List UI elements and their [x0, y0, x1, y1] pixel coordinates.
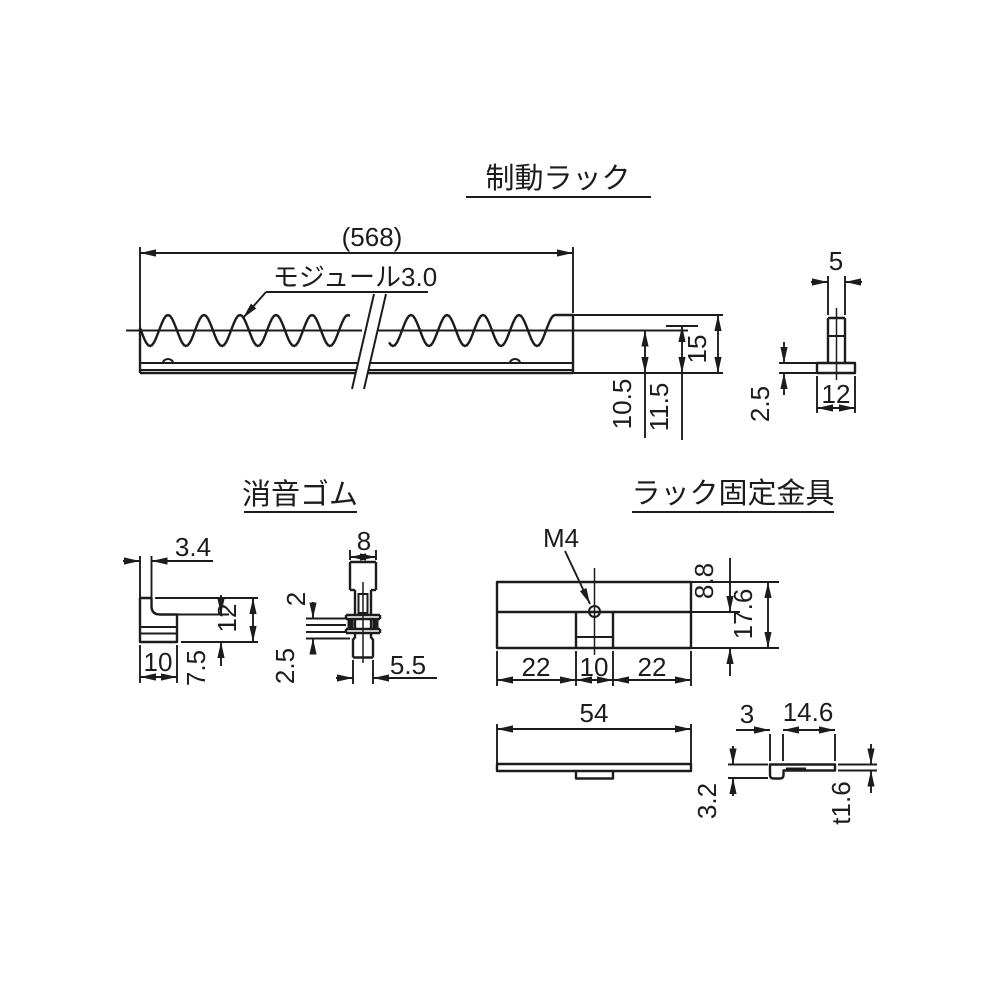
rack-length-dim-label: (568)	[342, 222, 403, 252]
rack-dim-10-5-label: 10.5	[607, 379, 637, 430]
rack-mold-mark-right	[509, 358, 521, 364]
rack-module-label: モジュール3.0	[273, 262, 437, 292]
bracket-dim-22r-label: 22	[638, 652, 667, 682]
rubber-front-outline	[138, 596, 179, 644]
bracket-dim-3-label: 3	[740, 699, 754, 729]
bracket-dim-146-label: 14.6	[783, 697, 834, 727]
rack-module-leader	[242, 291, 267, 319]
rubber-dim-12-label: 12	[212, 604, 242, 633]
rubber-dim-8-label: 8	[357, 526, 371, 556]
bracket-dim-t16-label: t1.6	[826, 781, 856, 824]
rack-title: 制動ラック	[485, 162, 630, 195]
rubber-dim-2-label: 2	[281, 592, 311, 606]
bracket-views: ラック固定金具 M4 22 10 22 8.8 17.6 54	[495, 477, 877, 825]
brake-rack-view: 制動ラック (568) モジュール3.0 10.	[126, 162, 723, 440]
bracket-front-outline	[495, 762, 693, 773]
section-dim-5-label: 5	[829, 246, 843, 276]
rubber-dim-25-label: 2.5	[270, 648, 300, 684]
rack-section-view: 5 12 2.5	[745, 246, 862, 422]
section-dim-25-label: 2.5	[745, 386, 775, 422]
rack-dim-11-5-label: 11.5	[644, 383, 674, 432]
rubber-views: 消音ゴム 3.4 12 7.5 10	[123, 478, 437, 686]
bracket-dim-32-label: 3.2	[692, 783, 722, 819]
section-base	[815, 361, 857, 375]
bracket-dim-10-label: 10	[580, 652, 609, 682]
rubber-dim-10-label: 10	[144, 647, 173, 677]
rack-teeth-left	[138, 313, 351, 348]
rubber-dim-55-label: 5.5	[390, 650, 426, 680]
bracket-dim-54-label: 54	[580, 698, 609, 728]
rubber-dim-34-label: 3.4	[175, 532, 211, 562]
section-dim-12-label: 12	[822, 379, 851, 409]
bracket-front-tab	[574, 771, 615, 780]
rack-dim-15-label: 15	[682, 335, 712, 364]
break-line-2	[363, 293, 387, 390]
bracket-screw-leader	[564, 550, 591, 605]
bracket-dim-88-label: 8.8	[689, 563, 719, 599]
bracket-dim-22l-label: 22	[522, 652, 551, 682]
rack-teeth-right	[388, 313, 573, 348]
bracket-title: ラック固定金具	[631, 477, 834, 510]
rubber-side-outline	[344, 560, 382, 659]
rubber-title: 消音ゴム	[242, 478, 358, 511]
rack-mold-mark-left	[162, 358, 174, 364]
bracket-side-outline	[768, 763, 837, 780]
bracket-screw-hole	[588, 605, 601, 618]
bracket-dim-176-label: 17.6	[728, 589, 758, 640]
rubber-dim-75-label: 7.5	[181, 650, 211, 686]
bracket-screw-label: M4	[543, 523, 579, 553]
break-line-1	[351, 293, 375, 390]
